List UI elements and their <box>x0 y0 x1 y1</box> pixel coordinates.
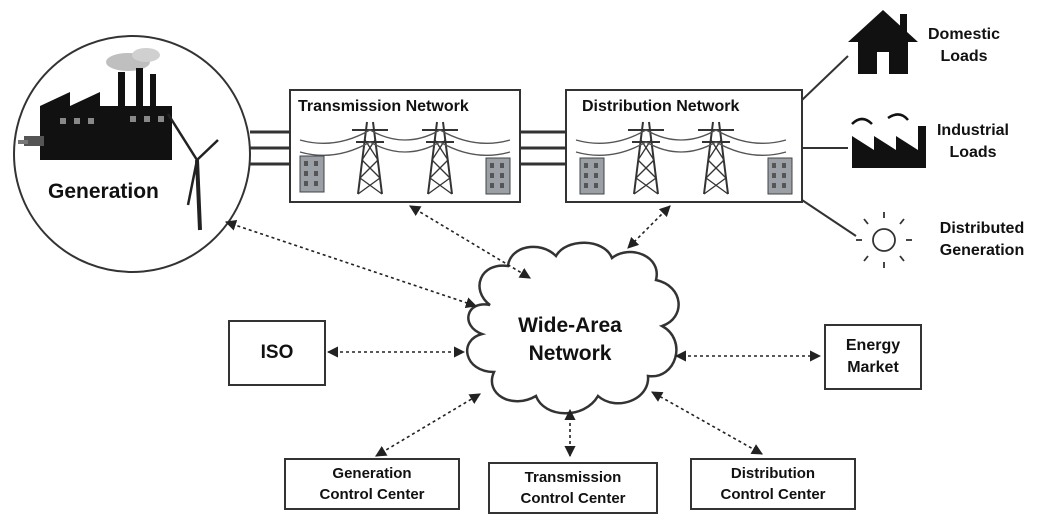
distributed-generation-label: Distributed Generation <box>920 218 1044 262</box>
wan-line1: Wide-Area <box>518 314 622 337</box>
transmission-towers-icon <box>299 121 511 195</box>
wind-turbine-icon <box>166 113 219 231</box>
distributed-line1: Distributed <box>939 220 1025 237</box>
industrial-line1: Industrial <box>936 122 1009 139</box>
industrial-factory-icon <box>851 113 926 168</box>
energy-market-line2: Market <box>847 359 899 376</box>
distributed-line2: Generation <box>939 242 1025 259</box>
transmission-network-label: Transmission Network <box>298 98 469 115</box>
house-icon <box>848 10 918 74</box>
domestic-loads-label: Domestic Loads <box>922 24 1006 68</box>
gen-cc-line2: Control Center <box>319 486 425 503</box>
wide-area-network-label: Wide-Area Network <box>500 312 640 368</box>
distribution-network-box <box>565 89 803 203</box>
wan-line2: Network <box>528 342 612 365</box>
industrial-line2: Loads <box>949 144 997 161</box>
domestic-line1: Domestic <box>927 26 1001 43</box>
communication-links <box>224 205 822 458</box>
load-lines <box>801 55 857 237</box>
wide-area-network-cloud <box>465 241 680 415</box>
energy-market-box: Energy Market <box>824 324 922 390</box>
distribution-towers-icon <box>575 121 793 195</box>
trans-cc-line2: Control Center <box>520 490 626 507</box>
transmission-network-box <box>289 89 521 203</box>
generation-label: Generation <box>48 180 159 203</box>
gen-cc-line1: Generation <box>332 465 412 482</box>
transmission-control-center-box: Transmission Control Center <box>488 462 658 514</box>
dist-cc-line1: Distribution <box>730 465 816 482</box>
factory-icon <box>18 48 172 160</box>
sun-icon <box>856 212 912 268</box>
distribution-network-label: Distribution Network <box>582 98 740 115</box>
dist-cc-line2: Control Center <box>720 486 826 503</box>
industrial-loads-label: Industrial Loads <box>930 120 1016 164</box>
iso-label: ISO <box>260 342 294 363</box>
trans-cc-line1: Transmission <box>524 469 622 486</box>
iso-box: ISO <box>228 320 326 386</box>
distribution-control-center-box: Distribution Control Center <box>690 458 856 510</box>
generation-control-center-box: Generation Control Center <box>284 458 460 510</box>
power-lines <box>250 130 566 166</box>
domestic-line2: Loads <box>940 48 988 65</box>
energy-market-line1: Energy <box>845 337 901 354</box>
